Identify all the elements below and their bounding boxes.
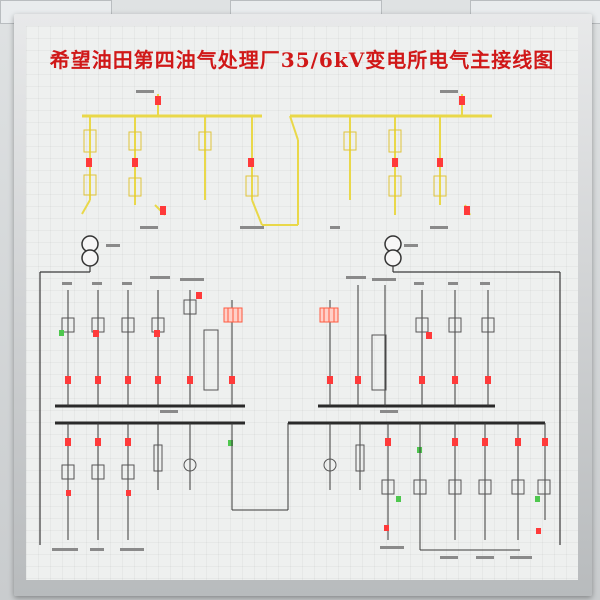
- breaker-indicator-icon: [392, 158, 398, 167]
- breaker-indicator-icon: [187, 376, 193, 384]
- breaker-indicators-lower: [65, 438, 548, 534]
- breaker-indicator-icon: [132, 158, 138, 167]
- upper-bays: [67, 285, 489, 406]
- lower-bays: [67, 423, 546, 551]
- breaker-indicator-icon: [536, 528, 541, 534]
- breaker-indicator-icon: [95, 376, 101, 384]
- capacitor-banks: [223, 307, 339, 323]
- breaker-indicator-icon: [155, 376, 161, 384]
- breaker-indicator-icon: [384, 525, 389, 531]
- breaker-indicator-icon: [65, 438, 71, 446]
- breaker-indicators-upper: [65, 292, 491, 384]
- board-panel: [26, 26, 578, 580]
- breaker-indicators-35kv: [86, 96, 470, 215]
- main-transformers: [81, 235, 402, 267]
- bus-6kv: [55, 404, 545, 425]
- breaker-indicator-icon: [355, 376, 361, 384]
- breaker-indicator-icon: [125, 376, 131, 384]
- breaker-indicator-icon: [155, 96, 161, 105]
- breaker-indicator-icon: [426, 332, 432, 339]
- breaker-indicator-icon: [327, 376, 333, 384]
- breaker-indicator-icon: [419, 376, 425, 384]
- breaker-indicator-icon: [452, 438, 458, 446]
- feeders-35kv: [81, 94, 471, 226]
- breaker-indicator-icon: [542, 438, 548, 446]
- breaker-indicator-icon: [154, 330, 160, 337]
- transformer-icon: [384, 249, 402, 267]
- breaker-indicator-icon: [437, 158, 443, 167]
- switchgear-35kv: [83, 129, 447, 197]
- wiring-6kv: [39, 266, 561, 545]
- board-title: 希望油田第四油气处理厂35/6kV变电所电气主接线图: [49, 48, 555, 72]
- breaker-indicator-icon: [196, 292, 202, 299]
- status-indicators-green: [59, 330, 540, 502]
- transformer-icon: [81, 249, 99, 267]
- breaker-indicator-icon: [160, 206, 166, 215]
- breaker-indicator-icon: [464, 206, 470, 215]
- breaker-indicator-icon: [515, 438, 521, 446]
- breaker-indicator-icon: [125, 438, 131, 446]
- breaker-indicator-icon: [93, 330, 99, 337]
- breaker-indicator-icon: [229, 376, 235, 384]
- small-print-labels: [52, 90, 532, 559]
- lower-switchgear: [61, 444, 551, 495]
- breaker-indicator-icon: [452, 376, 458, 384]
- breaker-indicator-icon: [459, 96, 465, 105]
- breaker-indicator-icon: [86, 158, 92, 167]
- breaker-indicator-icon: [248, 158, 254, 167]
- breaker-indicator-icon: [65, 376, 71, 384]
- breaker-indicator-icon: [485, 376, 491, 384]
- breaker-indicator-icon: [482, 438, 488, 446]
- upper-switchgear: [61, 299, 495, 391]
- breaker-indicator-icon: [95, 438, 101, 446]
- breaker-indicator-icon: [66, 490, 71, 496]
- breaker-indicator-icon: [385, 438, 391, 446]
- breaker-indicator-icon: [126, 490, 131, 496]
